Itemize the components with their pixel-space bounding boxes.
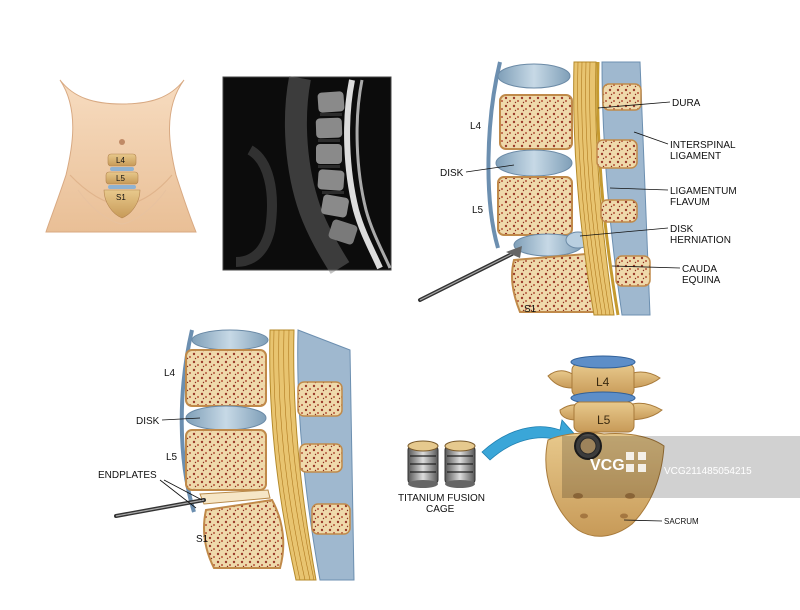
mri-vertebrae [315,91,358,245]
lower-sagittal-diagram: L4 DISK L5 ENDPLATES S1 [98,329,355,581]
callout-cauda-line2: EQUINA [682,275,721,286]
callout-ligamentum-line1: LIGAMENTUM [670,186,737,197]
watermark-id: VCG211485054215 [664,466,752,477]
torso-vertebra-l5 [105,171,139,185]
torso-label-l4: L4 [116,156,125,165]
callout-cauda-line1: CAUDA [682,264,717,275]
upper-disk [495,149,573,177]
lower-label-l5: L5 [166,452,178,463]
watermark-mark [626,452,646,472]
upper-label-l5: L5 [472,205,484,216]
watermark: VCG VCG211485054215 [562,436,800,498]
upper-label-l4: L4 [470,121,482,132]
torso-vertebra-l4 [107,153,137,167]
watermark-logo: VCG [590,457,625,474]
callout-ligamentum-line2: FLAVUM [670,197,710,208]
upper-spinous-4 [615,255,651,287]
callout-interspinal-line1: INTERSPINAL [670,140,736,151]
torso-panel: L4 L5 S1 [45,79,197,233]
mri-panel [222,75,392,274]
lower-vertebra-l5 [185,429,267,491]
lower-spinous-2 [299,443,343,473]
cage-label-line1: TITANIUM FUSION [398,493,485,504]
torso-label-s1: S1 [116,193,126,202]
callout-endplates: ENDPLATES [98,470,157,481]
lower-label-l4: L4 [164,368,176,379]
lower-cauda-equina [269,329,317,581]
upper-vertebra-l4 [499,94,573,150]
upper-spinous-1 [602,83,642,111]
callout-interspinal-line2: LIGAMENT [670,151,721,162]
callout-herniation-line2: HERNIATION [670,235,731,246]
titanium-cage-2 [444,440,476,488]
watermark-band [562,436,800,498]
upper-vertebra-l5 [497,176,573,236]
upper-probe-instrument [418,246,522,302]
lower-spinous-3 [311,503,351,535]
upper-anterior-ligament [486,61,502,249]
torso-label-l5: L5 [116,174,125,183]
callout-dura: DURA [672,98,701,109]
fusion-cage-panel: TITANIUM FUSION CAGE L4 L5 SACRUM [398,355,699,537]
lower-spinous-1 [297,381,343,417]
fusion-label-sacrum: SACRUM [664,517,699,526]
fusion-sacrum [545,432,665,537]
titanium-cage-1 [407,440,439,488]
fusion-label-l5: L5 [597,413,611,427]
cage-label-line2: CAGE [426,504,455,515]
upper-label-disk: DISK [440,168,464,179]
upper-spinous-3 [600,199,638,223]
lower-label-s1: S1 [196,534,209,545]
torso-sacrum [103,189,141,219]
lower-sacrum [203,498,285,569]
upper-spinous-2 [596,139,638,169]
lower-vertebra-l4 [185,349,267,407]
fusion-label-l4: L4 [596,375,610,389]
callout-herniation-line1: DISK [670,224,694,235]
upper-label-s1: S1 [524,304,537,315]
fusion-vertebra-l5 [573,401,635,433]
upper-sagittal-diagram: L4 DISK L5 S1 DURA INTERSPINAL LIGAMENT … [418,61,737,316]
lower-label-disk: DISK [136,416,160,427]
fusion-spine-model: L4 L5 SACRUM [545,355,699,537]
